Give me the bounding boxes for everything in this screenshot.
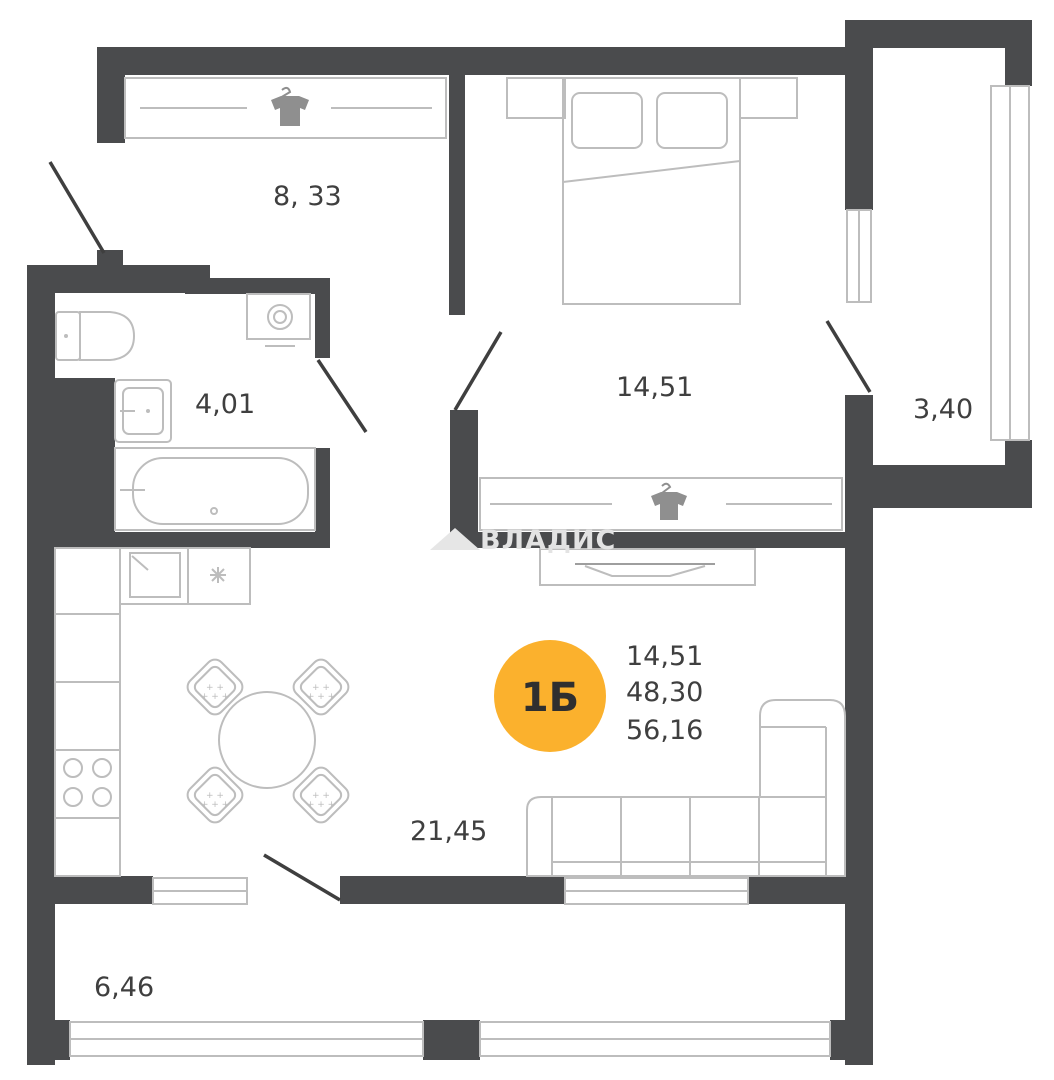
svg-text:+ + +: + + + (307, 800, 335, 810)
tv-icon (539, 548, 756, 586)
svg-text:+ + +: + + + (201, 692, 229, 702)
hanger-icon (651, 482, 687, 520)
room-area-balcony-right: 3,40 (913, 394, 973, 425)
doors (48, 161, 872, 902)
wardrobe-bedroom (479, 477, 843, 531)
sink-icon (114, 379, 172, 443)
kitchen-counter (54, 547, 251, 877)
svg-text:+ +: + + (206, 791, 224, 801)
total-area-with-balcony: 56,16 (626, 715, 703, 746)
room-area-balcony-bottom: 6,46 (94, 972, 154, 1003)
toilet-icon (55, 311, 136, 361)
room-area-bathroom: 4,01 (195, 389, 255, 420)
svg-text:+ + +: + + + (307, 692, 335, 702)
apartment-type-label: 1Б (521, 675, 579, 721)
washing-machine-icon (246, 293, 311, 347)
watermark: ВЛАДИС (430, 525, 616, 556)
bathtub-icon (114, 447, 316, 531)
stove-icon (63, 758, 112, 807)
hanger-icon (271, 86, 309, 126)
windows (69, 85, 1030, 1057)
living-area: 14,51 (626, 641, 703, 672)
svg-text:+ +: + + (206, 683, 224, 693)
walls (27, 20, 1032, 1065)
wardrobe-hallway (124, 77, 447, 139)
svg-text:+ +: + + (312, 683, 330, 693)
svg-text:+ +: + + (312, 791, 330, 801)
room-area-kitchen-living: 21,45 (410, 816, 487, 847)
bed-icon (506, 77, 798, 305)
dining-table-icon: + ++ + + + ++ + + + ++ + + + ++ + + (186, 658, 350, 824)
watermark-text: ВЛАДИС (480, 525, 616, 556)
room-area-bedroom: 14,51 (616, 372, 693, 403)
snowflake-icon (210, 567, 226, 583)
apartment-type-badge (494, 640, 606, 752)
total-area: 48,30 (626, 677, 703, 708)
sofa-icon (526, 699, 846, 877)
svg-text:+ + +: + + + (201, 800, 229, 810)
room-area-hallway: 8, 33 (273, 181, 342, 212)
